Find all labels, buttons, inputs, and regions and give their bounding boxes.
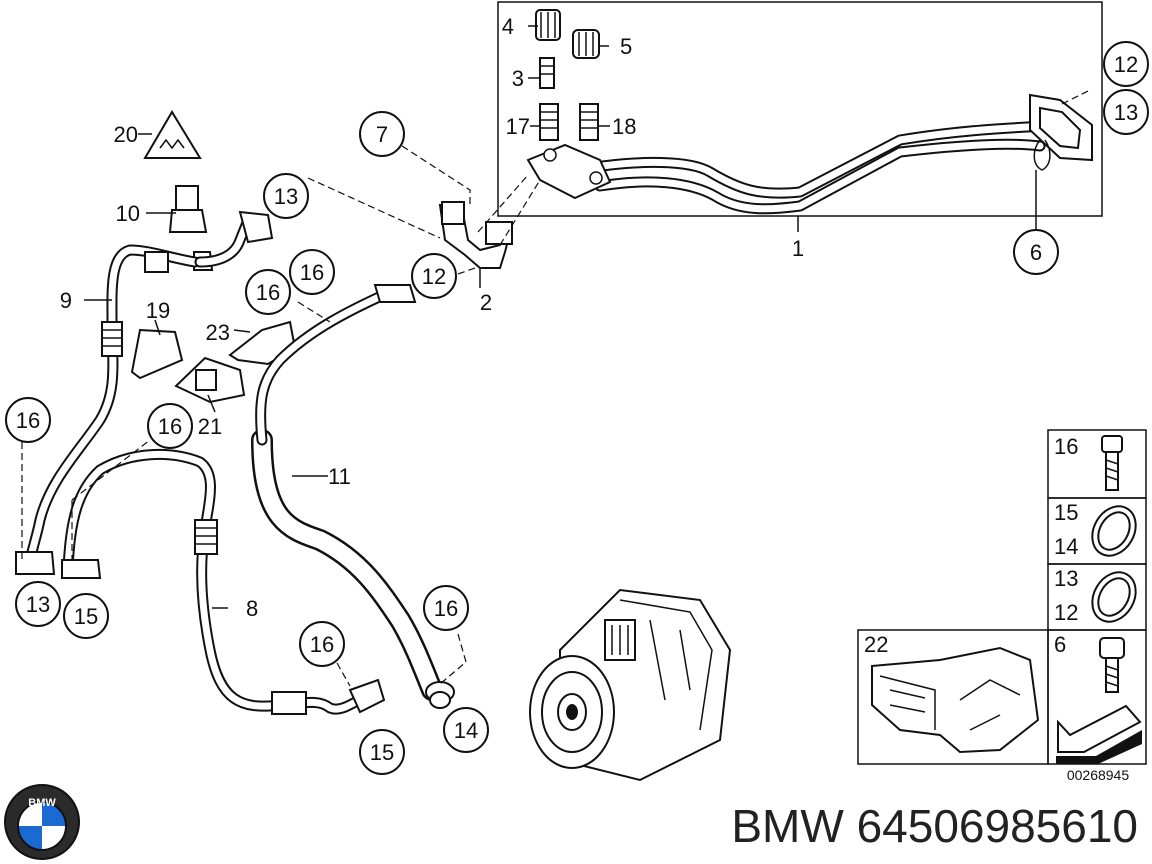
bracket-2 <box>438 201 513 269</box>
callout-2: 2 <box>480 290 492 315</box>
callout-21: 21 <box>198 414 222 439</box>
legend-13: 13 <box>1054 566 1078 591</box>
service-caps <box>535 9 600 89</box>
legend-12: 12 <box>1054 600 1078 625</box>
callout-8: 8 <box>246 596 258 621</box>
callout-23: 23 <box>206 320 230 345</box>
brackets-19-21-23 <box>130 320 297 404</box>
fastener-legend: 16 15 14 13 12 6 22 <box>857 429 1147 765</box>
callout-3: 3 <box>512 66 524 91</box>
leader-lines <box>21 25 1091 687</box>
callout-12-top-right: 12 <box>1114 52 1138 77</box>
legend-6: 6 <box>1054 632 1066 657</box>
callout-9: 9 <box>60 288 72 313</box>
callout-5: 5 <box>620 34 632 59</box>
callout-1: 1 <box>792 236 804 261</box>
callout-16-top: 16 <box>300 260 324 285</box>
hose-9 <box>15 210 274 575</box>
bmw-roundel-logo: BMW <box>4 784 80 860</box>
callout-16-right: 16 <box>434 596 458 621</box>
callouts: 4 5 3 17 18 20 10 9 19 23 21 1 2 11 8 7 … <box>5 14 1149 775</box>
legend-15: 15 <box>1054 500 1078 525</box>
callout-13-mid: 13 <box>274 184 298 209</box>
callout-17: 17 <box>506 114 530 139</box>
callout-13-bottom-left: 13 <box>26 592 50 617</box>
callout-16-left: 16 <box>16 408 40 433</box>
callout-20: 20 <box>114 122 138 147</box>
callout-4: 4 <box>502 14 514 39</box>
pipe-flange <box>1029 93 1093 171</box>
callout-7: 7 <box>376 122 388 147</box>
callout-14-bottom: 14 <box>454 718 478 743</box>
compressor <box>529 588 732 782</box>
legend-14: 14 <box>1054 534 1078 559</box>
callout-16-mid: 16 <box>256 280 280 305</box>
assembly-frame <box>497 1 1103 217</box>
callout-10: 10 <box>116 201 140 226</box>
callout-13-top-right: 13 <box>1114 100 1138 125</box>
pressure-sensor <box>143 110 214 271</box>
legend-22: 22 <box>864 632 888 657</box>
part-number-caption: BMW 64506985610 <box>731 800 1138 852</box>
logo-letters: BMW <box>28 797 56 809</box>
callout-16-center: 16 <box>158 414 182 439</box>
pipe-line-1 <box>582 120 1051 215</box>
direction-arrow-icon <box>1057 704 1142 753</box>
pipe-8 <box>61 449 386 715</box>
callout-15-bottom: 15 <box>370 740 394 765</box>
callout-6-right: 6 <box>1030 240 1042 265</box>
hose-11 <box>251 284 455 709</box>
valve-block <box>526 103 612 200</box>
callout-16-lower: 16 <box>310 632 334 657</box>
callout-12-mid: 12 <box>422 264 446 289</box>
callout-15-bottom-left: 15 <box>74 604 98 629</box>
callout-19: 19 <box>146 298 170 323</box>
callout-18: 18 <box>612 114 636 139</box>
drawing-code: 00268945 <box>1067 767 1130 783</box>
callout-11: 11 <box>328 464 351 489</box>
legend-16: 16 <box>1054 434 1078 459</box>
